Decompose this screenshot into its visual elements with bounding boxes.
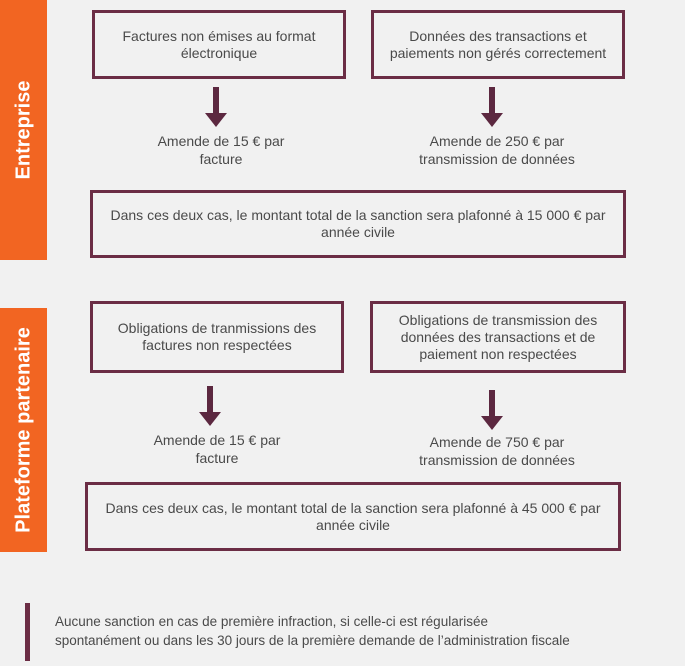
- platform-box-transactions-text: Obligations de transmission des données …: [398, 311, 598, 362]
- enterprise-cap-box: Dans ces deux cas, le montant total de l…: [90, 190, 626, 258]
- platform-cap-text: Dans ces deux cas, le montant total de l…: [105, 499, 601, 533]
- enterprise-cap-text: Dans ces deux cas, le montant total de l…: [110, 207, 606, 240]
- enterprise-box-invoices-text: Factures non émises au format électroniq…: [122, 27, 316, 61]
- platform-fine-right: Amende de 750 € par transmission de donn…: [419, 434, 575, 468]
- platform-arrow-right: [481, 390, 503, 430]
- enterprise-fine-left: Amende de 15 € par facture: [157, 133, 285, 167]
- enterprise-box-transactions-text: Données des transactions et paiements no…: [389, 27, 607, 61]
- note-line-2: spontanément ou dans les 30 jours de la …: [55, 633, 570, 648]
- platform-arrow-left: [199, 386, 221, 426]
- platform-box-invoices-text: Obligations de tranmissions des factures…: [117, 320, 317, 353]
- enterprise-box-transactions: Données des transactions et paiements no…: [371, 10, 625, 79]
- enterprise-fine-right: Amende de 250 € par transmission de donn…: [419, 133, 575, 167]
- enterprise-arrow-right: [481, 87, 503, 127]
- platform-box-invoices: Obligations de tranmissions des factures…: [90, 301, 344, 373]
- platform-cap-box: Dans ces deux cas, le montant total de l…: [85, 482, 621, 551]
- platform-side-label: Plateforme partenaire: [0, 308, 47, 552]
- enterprise-label: Entreprise: [12, 80, 34, 180]
- platform-label: Plateforme partenaire: [12, 327, 34, 533]
- platform-box-transactions: Obligations de transmission des données …: [370, 301, 626, 373]
- note-text: Aucune sanction en cas de première infra…: [55, 612, 570, 650]
- enterprise-side-label: Entreprise: [0, 0, 47, 260]
- platform-fine-left: Amende de 15 € par facture: [153, 432, 281, 466]
- note-accent-bar: [25, 603, 30, 661]
- note-line-1: Aucune sanction en cas de première infra…: [55, 614, 488, 629]
- enterprise-box-invoices: Factures non émises au format électroniq…: [92, 10, 346, 79]
- enterprise-arrow-left: [205, 87, 227, 127]
